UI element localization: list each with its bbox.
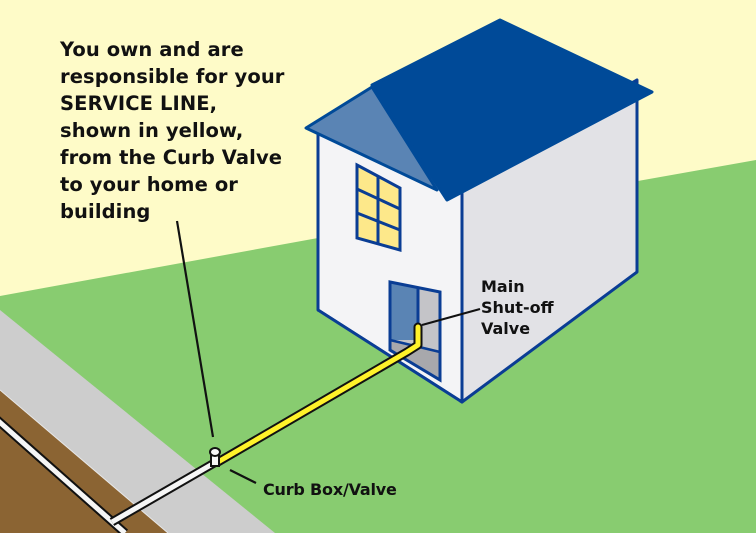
callout-line: responsible for your [60, 65, 285, 88]
house-roof-gable [304, 85, 439, 192]
ownership-callout: You own and are responsible for your SER… [60, 36, 320, 225]
house [304, 18, 654, 404]
main-shutoff-valve-label: Main Shut-off Valve [481, 277, 554, 338]
window [355, 162, 402, 252]
callout-line: to your home or [60, 173, 239, 196]
callout-line: You own and are [60, 38, 244, 61]
public-side-pipe [109, 458, 219, 526]
water-main-pipe [0, 416, 128, 533]
house-roof [370, 18, 654, 202]
main-valve-leader-line [421, 307, 481, 327]
callout-leader-line [175, 220, 215, 438]
callout-line: from the Curb Valve [60, 146, 283, 169]
curb-box-valve-label: Curb Box/Valve [263, 480, 397, 499]
service-line-pipe [213, 322, 423, 467]
callout-line: shown in yellow, [60, 119, 244, 142]
callout-line: building [60, 200, 151, 223]
callout-line: SERVICE LINE, [60, 92, 218, 115]
curb-valve-icon [209, 447, 221, 467]
curb-box-leader-line [229, 469, 257, 484]
